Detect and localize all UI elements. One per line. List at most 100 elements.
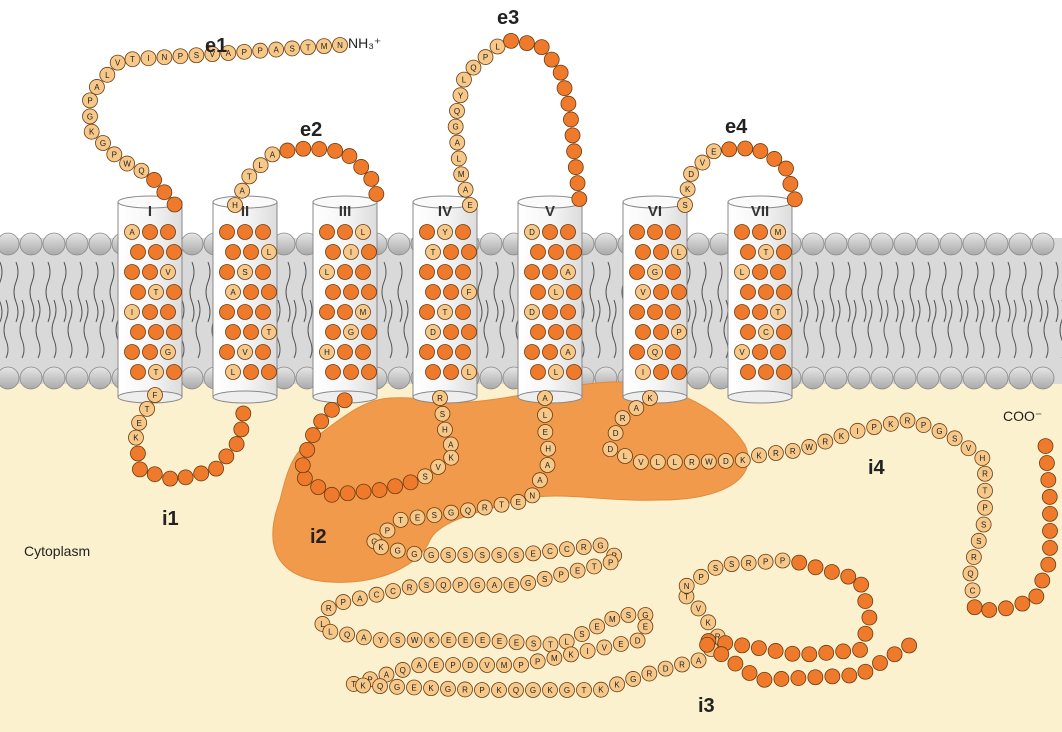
residue: S — [971, 533, 986, 548]
lipid-head — [0, 233, 19, 255]
svg-text:S: S — [713, 564, 718, 573]
residue: L — [490, 39, 505, 54]
residue — [354, 159, 369, 174]
svg-text:G: G — [936, 427, 942, 436]
residue: H — [320, 345, 335, 360]
residue — [1043, 523, 1058, 538]
svg-text:P: P — [258, 47, 263, 56]
residue — [504, 33, 519, 48]
svg-text:S: S — [424, 581, 429, 590]
residue — [326, 365, 341, 380]
residue — [825, 669, 840, 684]
residue — [753, 225, 768, 240]
residue: Q — [508, 683, 523, 698]
helix-4: IVYTFTDL — [413, 196, 477, 403]
residue: I — [344, 245, 359, 260]
svg-text:E: E — [514, 638, 519, 647]
residue — [131, 285, 146, 300]
residue — [444, 245, 459, 260]
svg-text:P: P — [242, 48, 247, 57]
svg-text:P: P — [871, 423, 876, 432]
residue: R — [615, 411, 630, 426]
residue — [728, 656, 743, 671]
residue — [636, 245, 651, 260]
svg-text:K: K — [360, 682, 366, 691]
svg-text:T: T — [306, 43, 311, 52]
residue: V — [597, 640, 612, 655]
residue: L — [549, 285, 564, 300]
svg-text:D: D — [688, 170, 694, 179]
residue: P — [978, 500, 993, 515]
residue: A — [412, 658, 427, 673]
label-i2: i2 — [310, 526, 327, 548]
svg-text:C: C — [374, 591, 380, 600]
residue: L — [100, 67, 115, 82]
residue: T — [393, 512, 408, 527]
svg-text:E: E — [575, 567, 580, 576]
svg-text:L: L — [543, 411, 548, 420]
svg-text:D: D — [723, 457, 729, 466]
svg-text:Q: Q — [465, 506, 471, 515]
residue — [311, 480, 326, 495]
lipid-head — [181, 367, 203, 389]
residue — [244, 245, 259, 260]
residue: F — [148, 388, 163, 403]
residue: Q — [466, 60, 481, 75]
residue — [570, 176, 585, 191]
residue: C — [559, 542, 574, 557]
lipid-head — [595, 233, 617, 255]
residue — [561, 305, 576, 320]
svg-text:V: V — [966, 444, 972, 453]
lipid-head — [89, 367, 111, 389]
svg-text:S: S — [952, 434, 957, 443]
svg-text:N: N — [684, 582, 690, 591]
residue: L — [462, 365, 477, 380]
residue: K — [491, 683, 506, 698]
residue: M — [356, 305, 371, 320]
svg-text:G: G — [428, 551, 434, 560]
lipid-head — [181, 233, 203, 255]
residue — [753, 144, 768, 159]
residue: E — [463, 198, 478, 213]
residue: Q — [436, 578, 451, 593]
svg-text:I: I — [642, 368, 644, 377]
svg-text:E: E — [516, 498, 521, 507]
residue: G — [648, 265, 663, 280]
svg-text:V: V — [484, 661, 490, 670]
svg-text:M: M — [501, 661, 508, 670]
residue — [362, 325, 377, 340]
residue — [143, 305, 158, 320]
residue — [167, 325, 182, 340]
residue: D — [684, 166, 699, 181]
residue: P — [453, 578, 468, 593]
residue — [178, 470, 193, 485]
svg-text:V: V — [696, 604, 702, 613]
svg-text:S: S — [463, 551, 468, 560]
residue: E — [511, 494, 526, 509]
residue: A — [487, 578, 502, 593]
residue — [403, 475, 418, 490]
lipid-head — [825, 233, 847, 255]
residue: N — [157, 50, 172, 65]
residue: S — [678, 198, 693, 213]
svg-text:C: C — [763, 328, 769, 337]
svg-text:S: S — [289, 44, 294, 53]
residue: M — [317, 39, 332, 54]
residue: C — [759, 325, 774, 340]
svg-text:S: S — [729, 560, 734, 569]
residue: V — [110, 55, 125, 70]
svg-text:L: L — [673, 458, 678, 467]
residue: V — [480, 658, 495, 673]
svg-text:G: G — [394, 683, 400, 692]
residue: R — [966, 550, 981, 565]
helix-label: IV — [438, 203, 452, 220]
residue: A — [125, 225, 140, 240]
residue: C — [369, 587, 384, 602]
residue: A — [226, 285, 241, 300]
svg-text:G: G — [530, 686, 536, 695]
residue — [858, 626, 873, 641]
svg-text:S: S — [579, 630, 584, 639]
residue — [568, 160, 583, 175]
residue: H — [541, 441, 556, 456]
residue: D — [525, 225, 540, 240]
